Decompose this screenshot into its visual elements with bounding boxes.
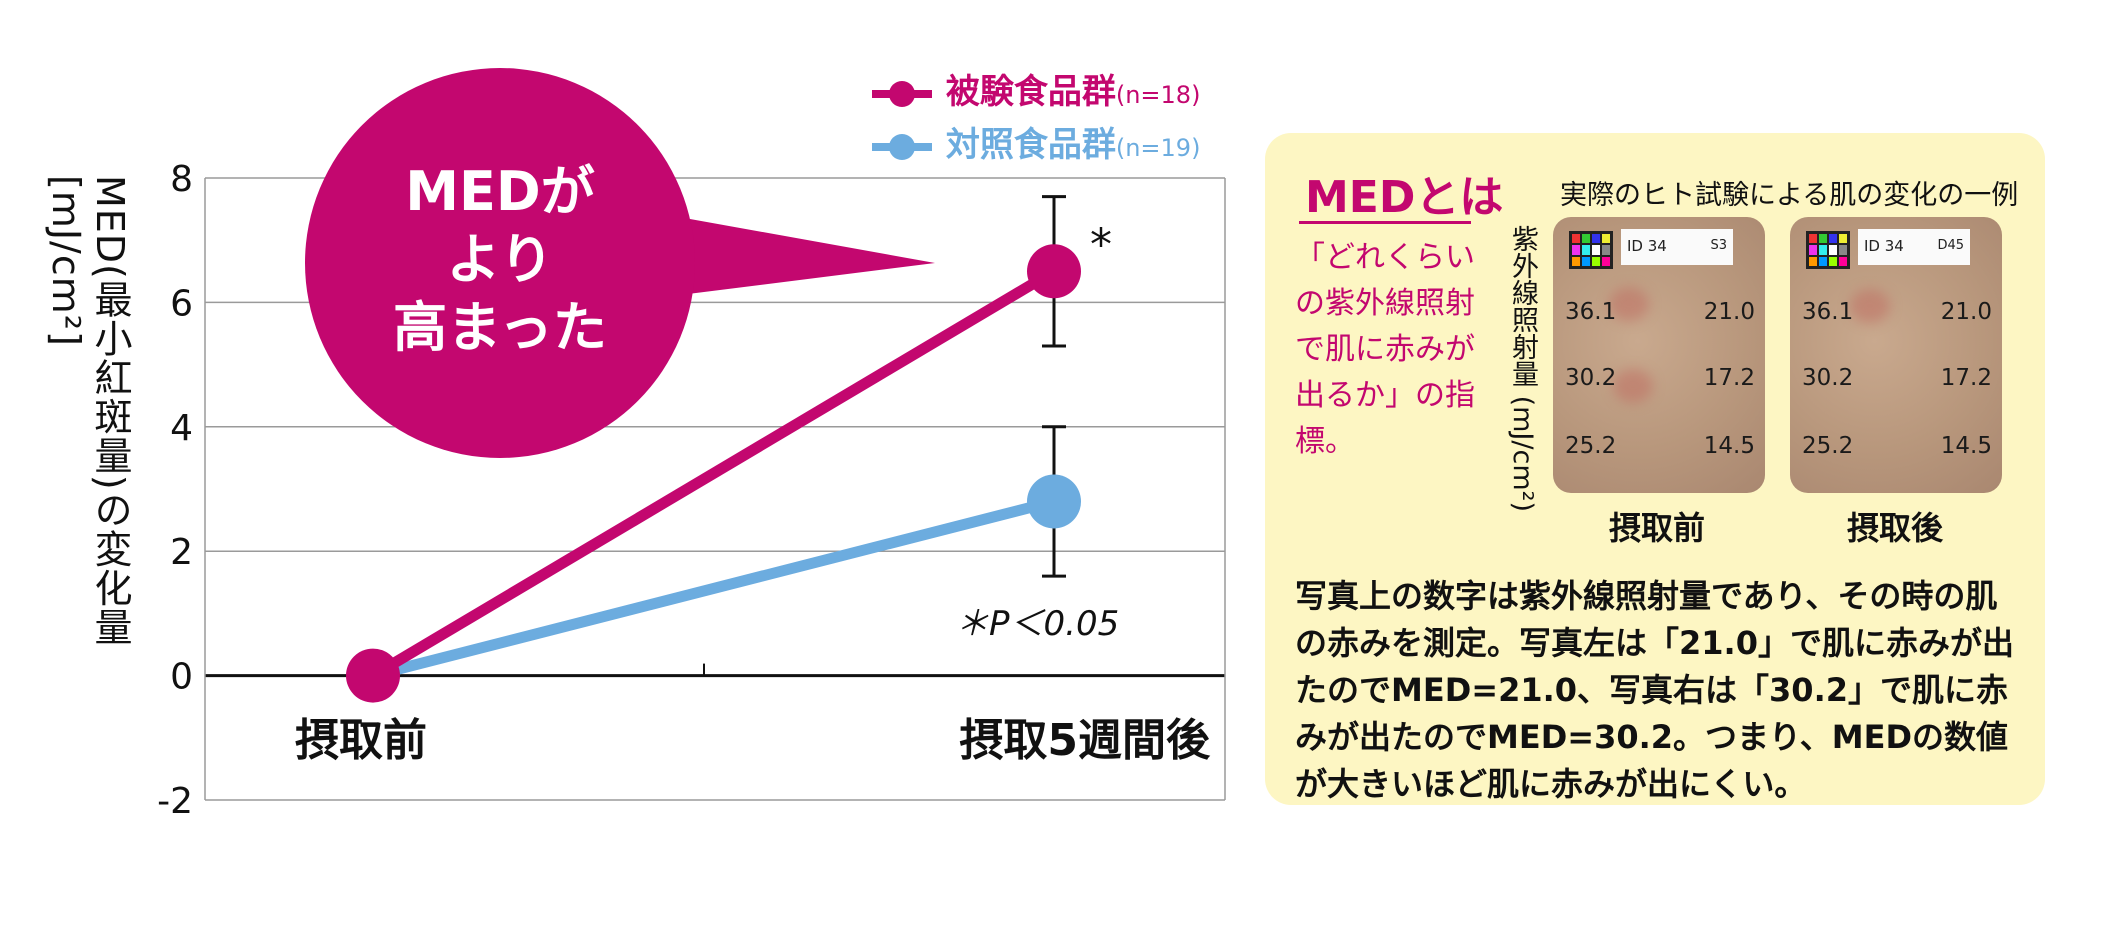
photo-id-tag: ID 34 S3: [1621, 229, 1733, 265]
panel-body-text: 写真上の数字は紫外線照射量であり、その時の肌の赤みを測定。写真左は「21.0」で…: [1295, 577, 2014, 803]
photo-id: ID 34: [1627, 237, 1667, 255]
redness-spot: [1850, 289, 1890, 323]
photo-caption: 実際のヒト試験による肌の変化の一例: [1560, 180, 2019, 211]
legend-item-test: 被験食品群(n=18): [870, 64, 1200, 113]
photo-y-axis-label: 紫外線照射量 (mJ/cm²): [1507, 225, 1538, 512]
y-tick-label: 4: [170, 408, 193, 449]
y-tick-layer: 8 6 4 2 0 -2: [157, 159, 193, 822]
color-chart-icon: [1569, 231, 1613, 269]
callout-bubble: [305, 68, 695, 458]
dose-value: 36.1: [1802, 299, 1854, 325]
redness-spot: [1609, 287, 1649, 321]
dose-value: 25.2: [1802, 433, 1854, 459]
callout-text-line: MEDが: [405, 160, 594, 223]
color-chart-icon: [1806, 231, 1850, 269]
dose-value: 21.0: [1703, 299, 1755, 325]
med-explanation-panel: MEDとは 「どれくらいの紫外線照射で肌に赤みが出るか」の指標。 実際のヒト試験…: [1265, 133, 2045, 805]
data-point: [346, 648, 400, 703]
dose-value: 21.0: [1940, 299, 1992, 325]
photo-code: S3: [1710, 238, 1727, 253]
photo-id-tag: ID 34 D45: [1858, 229, 1970, 265]
photo-label-after: 摂取後: [1847, 509, 1944, 547]
significance-mark: *: [1090, 219, 1112, 270]
panel-definition: 「どれくらいの紫外線照射で肌に赤みが出るか」の指標。: [1295, 240, 1475, 459]
photo-code: D45: [1937, 238, 1964, 253]
callout-text-line: より: [447, 228, 554, 291]
legend-marker-control: [872, 133, 932, 160]
redness-spot: [1613, 369, 1653, 403]
skin-photo-after: ID 34 D45 36.1 21.0 30.2 17.2 25.2 14.5: [1790, 217, 2002, 493]
legend-label-test: 被験食品群: [945, 72, 1116, 112]
legend-n-control: (n=19): [1115, 134, 1201, 162]
y-tick-label: 6: [170, 283, 193, 324]
y-tick-label: -2: [157, 781, 193, 822]
y-axis-label: MED(最小紅斑量)の変化量 [mJ/cm²]: [44, 175, 132, 647]
x-category-label: 摂取5週間後: [959, 715, 1211, 766]
y-tick-label: 2: [170, 532, 193, 573]
panel-title-underline: [1299, 221, 1471, 224]
legend-label-control: 対照食品群: [945, 125, 1116, 165]
series-line: [371, 496, 1056, 681]
legend-n-test: (n=18): [1115, 81, 1201, 109]
photo-label-before: 摂取前: [1609, 509, 1706, 547]
skin-photo-before: ID 34 S3 36.1 21.0 30.2 17.2 25.2 14.5: [1553, 217, 1765, 493]
dose-value: 14.5: [1703, 433, 1755, 459]
panel-title: MEDとは: [1305, 172, 1504, 223]
dose-value: 36.1: [1565, 299, 1617, 325]
callout-text-line: 高まった: [393, 296, 607, 359]
series-line: [370, 266, 1057, 681]
data-point: [1027, 244, 1081, 299]
significance-note: ＊P＜0.05: [955, 604, 1119, 644]
dose-value: 14.5: [1940, 433, 1992, 459]
photo-id: ID 34: [1864, 237, 1904, 255]
legend-item-control: 対照食品群(n=19): [870, 117, 1200, 166]
series-layer: * ＊P＜0.05: [346, 195, 1119, 703]
legend-marker-test: [872, 80, 932, 107]
callout-pointer: [640, 210, 935, 300]
dose-value: 30.2: [1565, 365, 1617, 391]
x-category-label: 摂取前: [295, 715, 427, 766]
data-point: [1027, 474, 1081, 529]
dose-value: 25.2: [1565, 433, 1617, 459]
y-tick-label: 0: [170, 657, 193, 698]
dose-value: 17.2: [1940, 365, 1992, 391]
dose-value: 17.2: [1703, 365, 1755, 391]
x-label-layer: 摂取前 摂取5週間後: [295, 715, 1211, 766]
y-tick-label: 8: [170, 159, 193, 200]
dose-value: 30.2: [1802, 365, 1854, 391]
